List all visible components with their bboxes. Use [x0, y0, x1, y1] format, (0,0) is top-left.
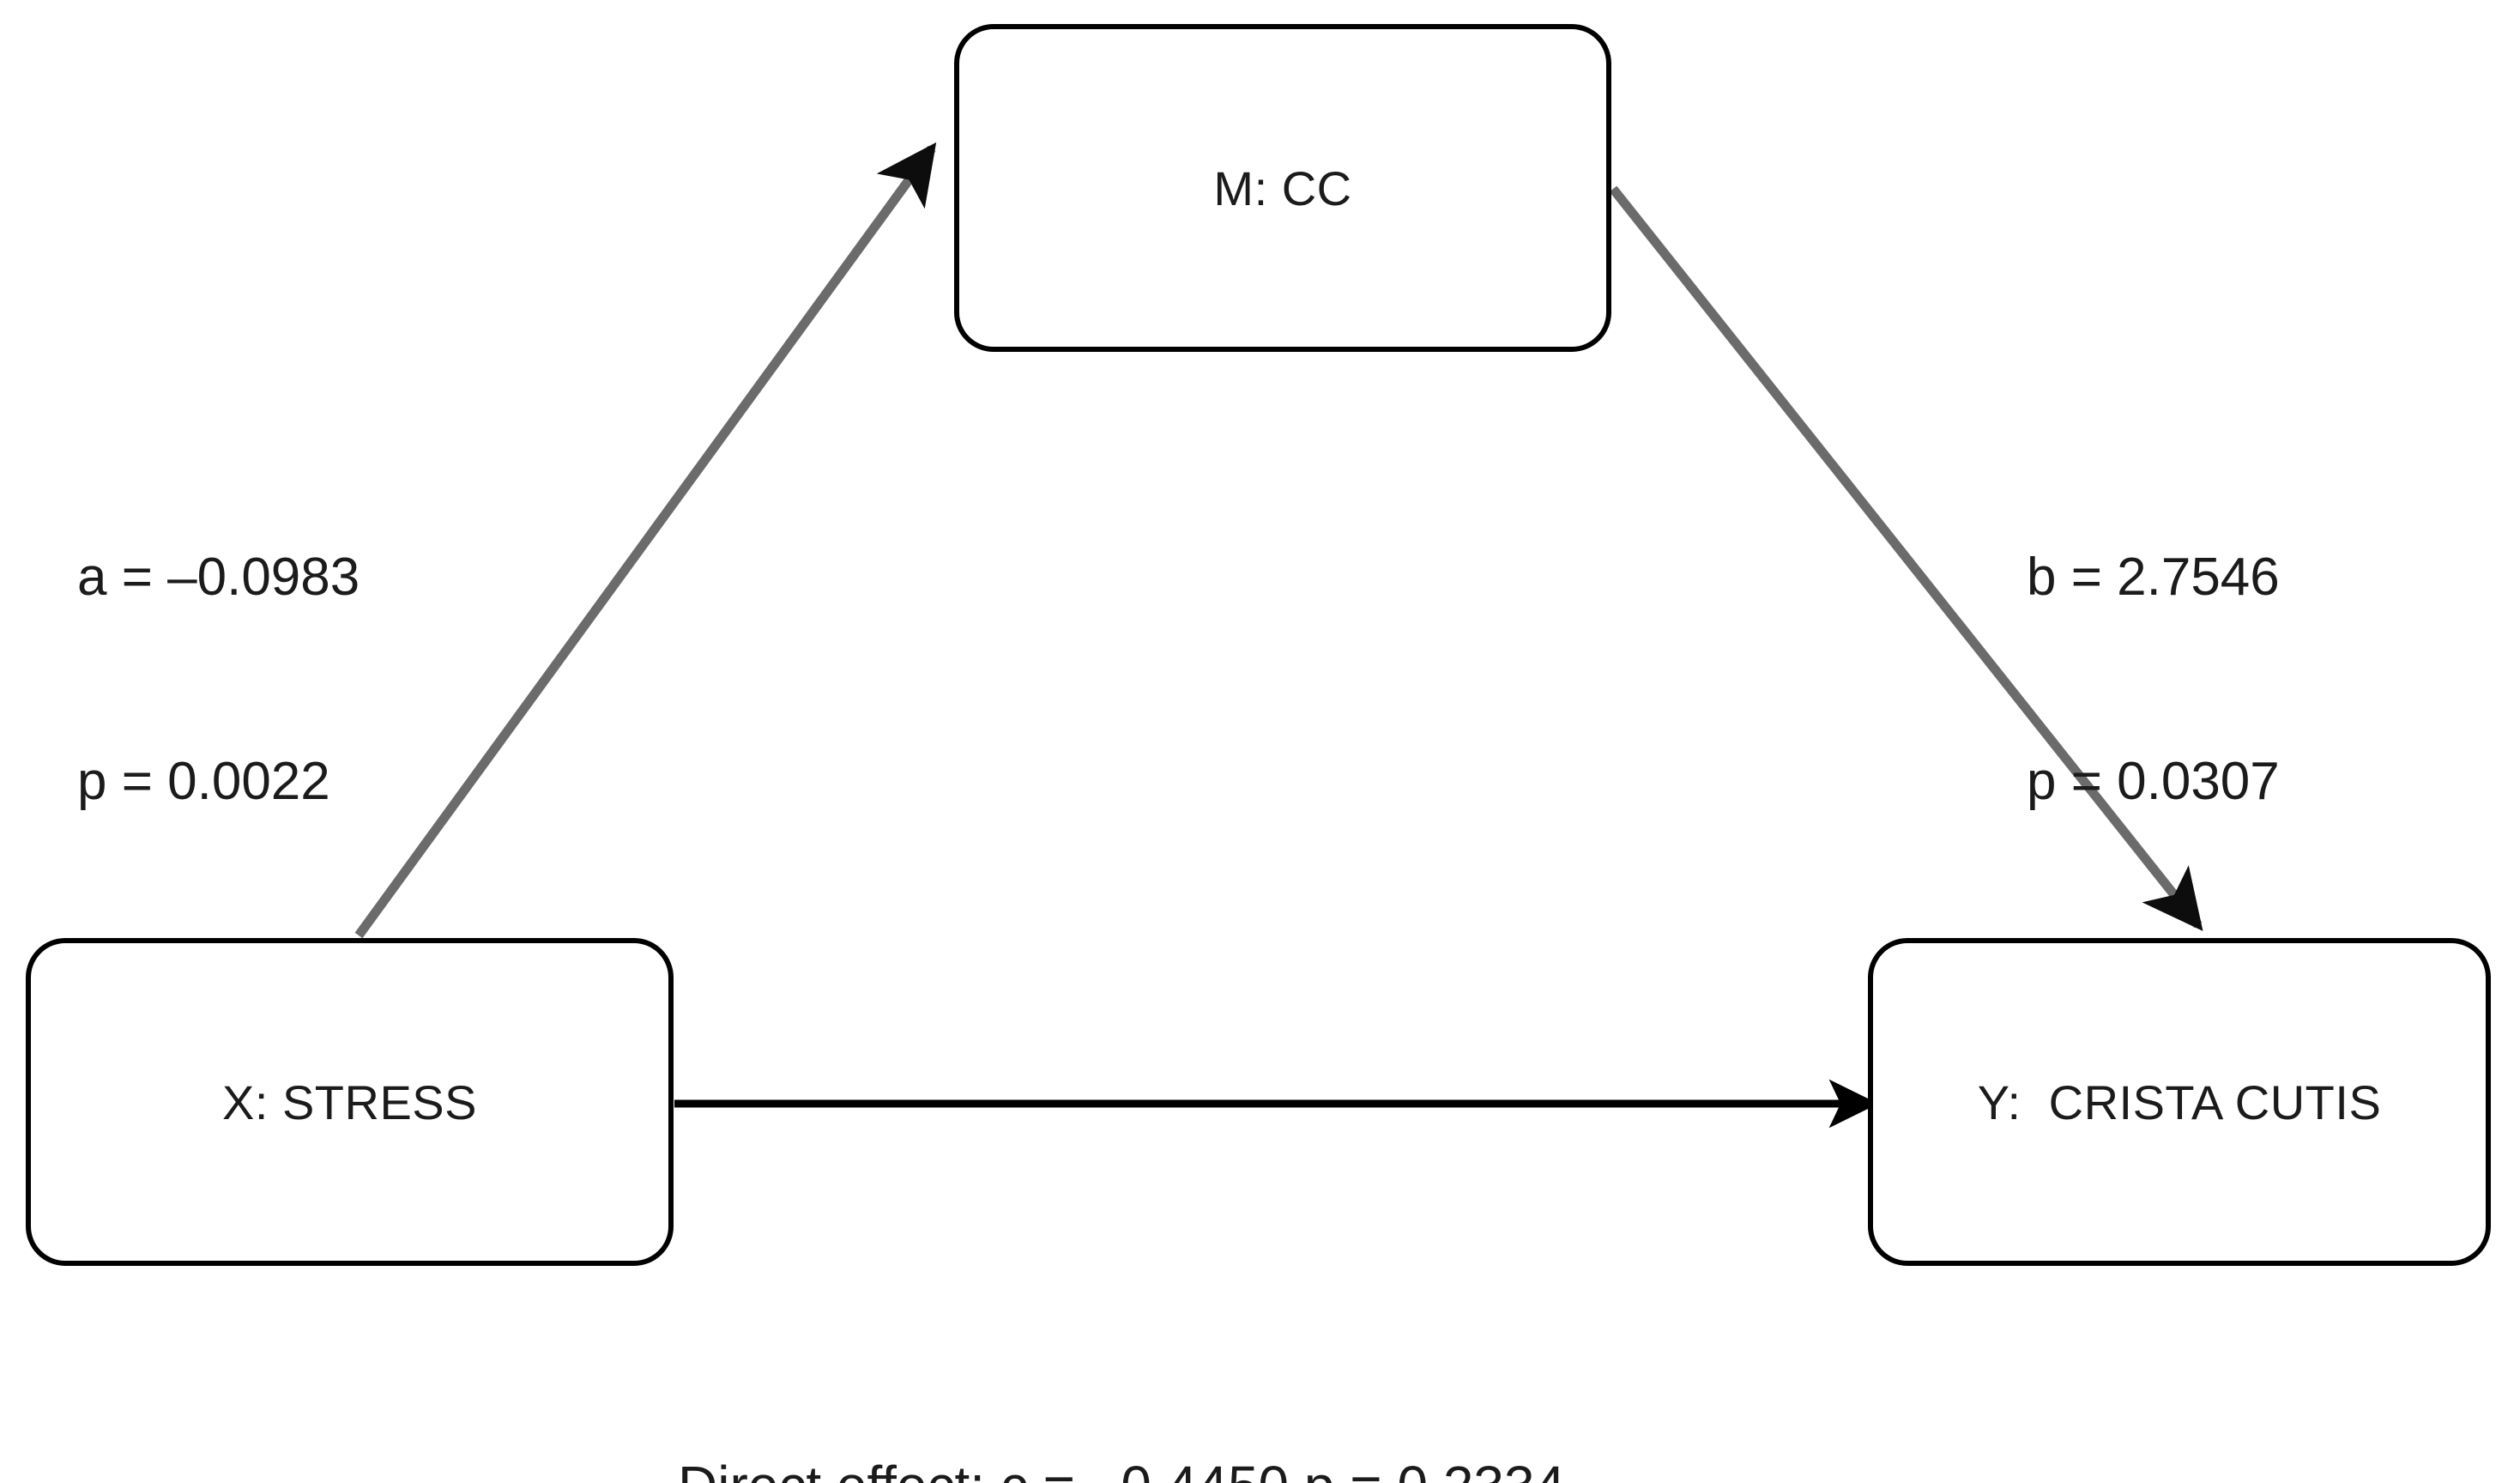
node-mediator[interactable]: M: CC: [954, 24, 1611, 352]
node-outcome-label: Y: CRISTA CUTIS: [1977, 1074, 2382, 1129]
node-predictor[interactable]: X: STRESS: [26, 938, 674, 1266]
node-mediator-label: M: CC: [1213, 160, 1352, 215]
effects-caption: Direct effect: c = –0.4450 p = 0.2334 To…: [678, 1310, 1565, 1483]
edge-b-pvalue: p = 0.0307: [2027, 751, 2280, 811]
edge-a-line: [354, 142, 937, 939]
edge-b-label: b = 2.7546 p = 0.0307: [2027, 407, 2280, 952]
edge-a-pvalue: p = 0.0022: [77, 751, 330, 811]
edge-b-line: [1609, 185, 2203, 931]
node-predictor-label: X: STRESS: [221, 1074, 478, 1129]
direct-effect-text: Direct effect: c = –0.4450 p = 0.2334: [678, 1451, 1565, 1483]
edge-a-label: a = –0.0983 p = 0.0022: [77, 407, 360, 952]
edge-b-coefficient: b = 2.7546: [2027, 547, 2280, 607]
edge-a-coefficient: a = –0.0983: [77, 547, 360, 607]
node-outcome[interactable]: Y: CRISTA CUTIS: [1868, 938, 2491, 1266]
